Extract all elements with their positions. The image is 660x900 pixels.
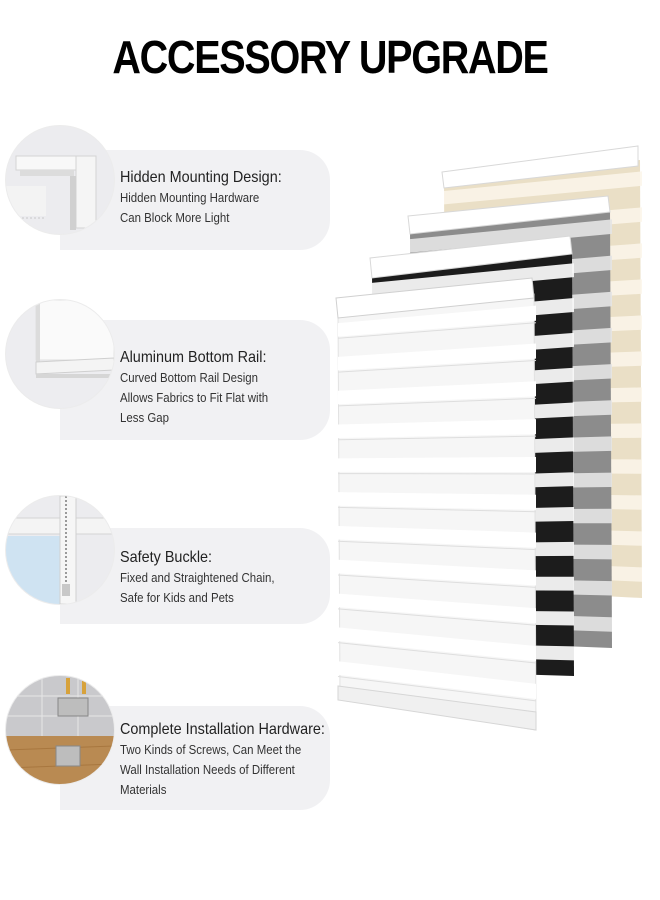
feature-text: Complete Installation Hardware: Two Kind…	[120, 720, 348, 800]
feature-line: Two Kinds of Screws, Can Meet the	[120, 742, 302, 757]
feature-text: Hidden Mounting Design: Hidden Mounting …	[120, 168, 300, 228]
blind-stripe	[338, 305, 536, 337]
feature-installation-hardware: Complete Installation Hardware: Two Kind…	[0, 676, 340, 810]
blind-stripe	[338, 492, 536, 510]
blind-stripe-edge	[337, 397, 537, 407]
blind-stripe-edge	[337, 540, 537, 551]
feature-line: Materials	[120, 782, 167, 797]
feature-line: Safe for Kids and Pets	[120, 590, 234, 605]
blind-stripe	[338, 456, 536, 473]
feature-safety-buckle: Safety Buckle: Fixed and Straightened Ch…	[0, 496, 340, 630]
blind-stripe-edge	[337, 608, 537, 626]
blind-stripe	[338, 627, 536, 662]
blind-white	[335, 277, 537, 731]
feature-line: Curved Bottom Rail Design	[120, 370, 258, 385]
blind-stripe	[338, 381, 536, 405]
blind-stripe-edge	[337, 506, 537, 513]
blind-stripe	[338, 343, 536, 371]
chain-buckle-detail-icon	[6, 496, 114, 604]
feature-heading: Aluminum Bottom Rail:	[120, 349, 267, 366]
blind-stripe	[338, 559, 536, 586]
feature-heading: Hidden Mounting Design:	[120, 169, 282, 186]
blind-stripe-edge	[337, 322, 537, 339]
blind-stripe	[410, 219, 612, 253]
blind-stripe	[444, 171, 642, 205]
feature-hidden-mounting: Hidden Mounting Design: Hidden Mounting …	[0, 126, 340, 260]
feature-line: Less Gap	[120, 410, 169, 425]
blind-stripe	[338, 593, 536, 624]
blind-stripe	[338, 525, 536, 548]
blind-stripe	[338, 419, 536, 439]
page-title: ACCESSORY UPGRADE	[112, 31, 549, 83]
feature-line: Allows Fabrics to Fit Flat with	[120, 390, 269, 405]
blind-stripe-edge	[337, 675, 537, 702]
blind-stripe-edge	[337, 574, 537, 588]
feature-line: Can Block More Light	[120, 210, 230, 225]
feature-line: Wall Installation Needs of Different	[120, 762, 295, 777]
feature-line: Hidden Mounting Hardware	[120, 190, 260, 205]
blind-stripe	[372, 263, 574, 296]
blind-stripe-edge	[337, 360, 537, 373]
feature-heading: Safety Buckle:	[120, 549, 213, 566]
mounting-bracket-detail-icon	[6, 126, 114, 234]
blind-stripe-edge	[337, 435, 537, 441]
blind-stripe-edge	[337, 642, 537, 664]
feature-text: Safety Buckle: Fixed and Straightened Ch…	[120, 548, 296, 608]
feature-text: Aluminum Bottom Rail: Curved Bottom Rail…	[120, 348, 288, 428]
blind-stripe	[338, 661, 536, 699]
feature-line: Fixed and Straightened Chain,	[120, 570, 275, 585]
feature-heading: Complete Installation Hardware:	[120, 721, 325, 738]
